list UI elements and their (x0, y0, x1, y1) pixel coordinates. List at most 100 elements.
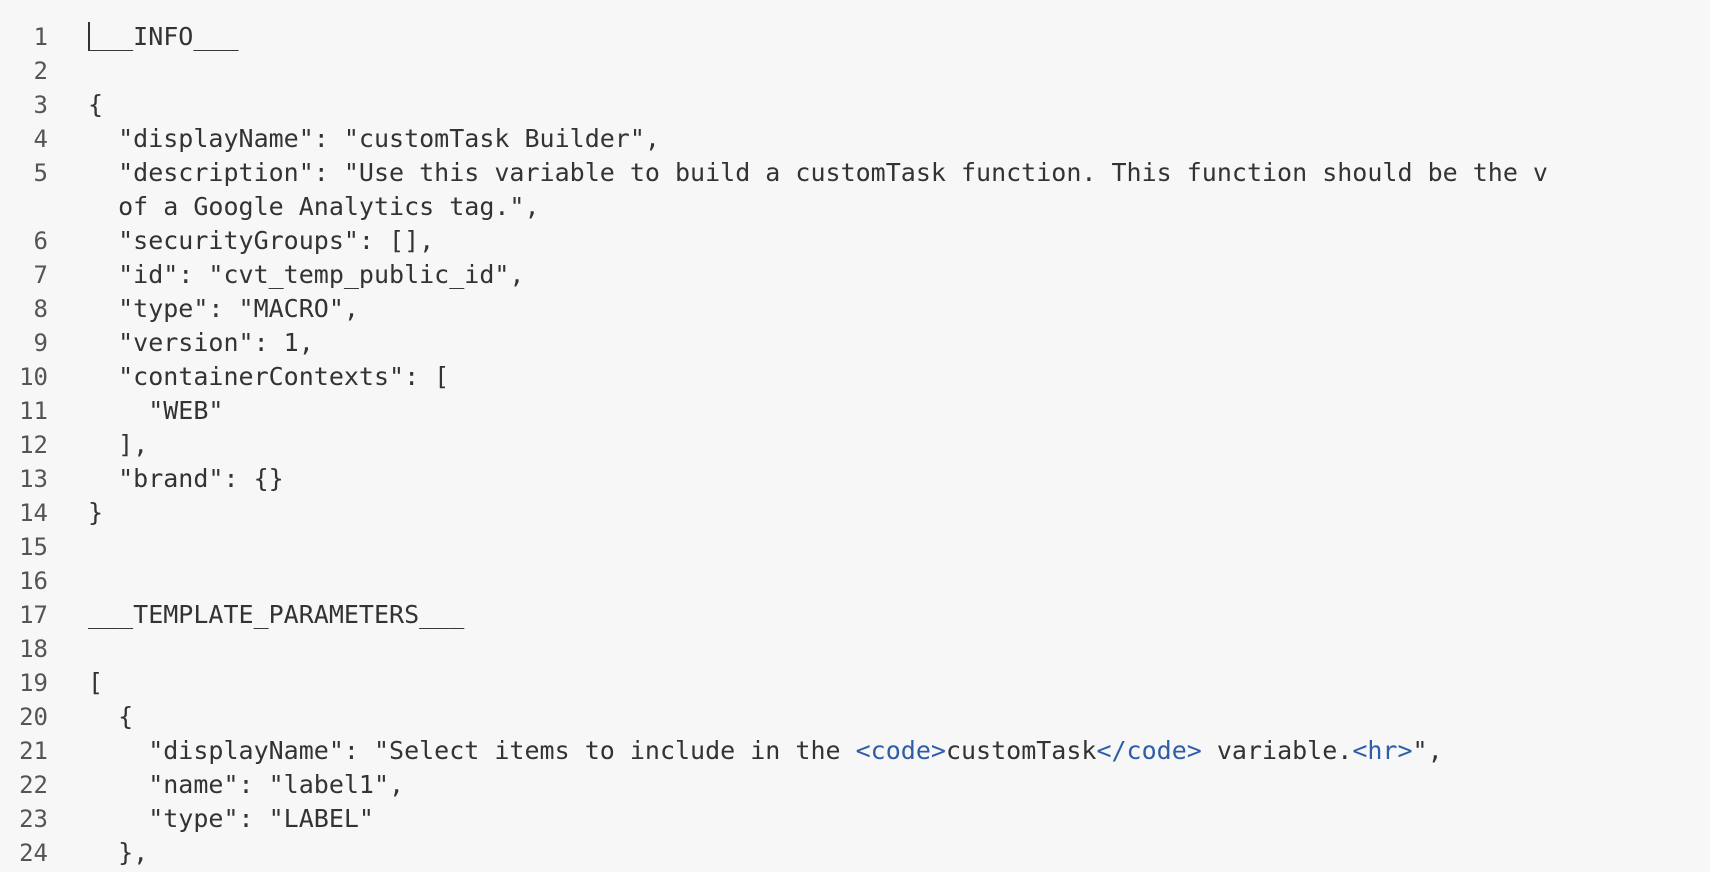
line-content: "WEB" (88, 394, 223, 428)
code-line[interactable]: 4 "displayName": "customTask Builder", (0, 122, 1710, 156)
line-number: 13 (19, 465, 48, 493)
code-text: "version": 1, (88, 328, 314, 357)
code-line[interactable]: 22 "name": "label1", (0, 768, 1710, 802)
code-text: "name": "label1", (88, 770, 405, 799)
line-number: 7 (33, 261, 48, 289)
code-text: "description": "Use this variable to bui… (88, 158, 1548, 187)
code-text: { (88, 90, 104, 119)
line-number: 4 (33, 125, 48, 153)
code-token: "displayName": "Select items to include … (88, 736, 856, 765)
line-number: 11 (19, 397, 48, 425)
line-content: [ (88, 666, 103, 700)
code-line[interactable]: 21 "displayName": "Select items to inclu… (0, 734, 1710, 768)
line-content: "securityGroups": [], (88, 224, 434, 258)
code-line[interactable]: 5 "description": "Use this variable to b… (0, 156, 1710, 190)
code-text: "securityGroups": [], (88, 226, 435, 255)
line-number: 10 (19, 363, 48, 391)
code-line[interactable]: 7 "id": "cvt_temp_public_id", (0, 258, 1710, 292)
code-line[interactable]: 6 "securityGroups": [], (0, 224, 1710, 258)
line-number: 9 (33, 329, 48, 357)
code-token: variable. (1201, 736, 1353, 765)
code-line[interactable]: 12 ], (0, 428, 1710, 462)
line-number: 22 (19, 771, 48, 799)
line-content: ], (88, 428, 148, 462)
code-line-wrap[interactable]: of a Google Analytics tag.", (0, 190, 1710, 224)
line-content: } (88, 496, 103, 530)
code-text: "type": "LABEL" (88, 804, 374, 833)
line-number: 8 (33, 295, 48, 323)
line-number: 1 (33, 23, 48, 51)
line-number: 19 (19, 669, 48, 697)
line-number: 16 (19, 567, 48, 595)
line-content: "type": "LABEL" (88, 802, 374, 836)
code-line[interactable]: 1 ___INFO___ (0, 20, 1710, 54)
code-line[interactable]: 17 ___TEMPLATE_PARAMETERS___ (0, 598, 1710, 632)
code-token: customTask (945, 736, 1097, 765)
code-line[interactable]: 13 "brand": {} (0, 462, 1710, 496)
code-text: ___INFO___ (88, 22, 239, 51)
code-text: "type": "MACRO", (88, 294, 359, 323)
code-line[interactable]: 18 (0, 632, 1710, 666)
line-number: 18 (19, 635, 48, 663)
code-line[interactable]: 24 }, (0, 836, 1710, 870)
line-content: { (88, 700, 133, 734)
line-number: 23 (19, 805, 48, 833)
line-content: of a Google Analytics tag.", (88, 190, 540, 224)
code-line[interactable]: 15 (0, 530, 1710, 564)
code-text: ], (88, 430, 149, 459)
code-line[interactable]: 3{ (0, 88, 1710, 122)
code-text: { (88, 702, 134, 731)
line-number: 15 (19, 533, 48, 561)
code-line[interactable]: 16 (0, 564, 1710, 598)
line-content: "displayName": "customTask Builder", (88, 122, 660, 156)
code-text: "displayName": "customTask Builder", (88, 124, 660, 153)
line-number: 14 (19, 499, 48, 527)
code-line[interactable]: 19 [ (0, 666, 1710, 700)
line-number: 2 (33, 57, 48, 85)
line-number: 24 (19, 839, 48, 867)
code-text: "containerContexts": [ (88, 362, 450, 391)
code-text: } (88, 498, 104, 527)
line-content: "version": 1, (88, 326, 314, 360)
line-content: "type": "MACRO", (88, 292, 359, 326)
line-number: 20 (19, 703, 48, 731)
code-line[interactable]: 2 (0, 54, 1710, 88)
line-content: "name": "label1", (88, 768, 404, 802)
code-text: "id": "cvt_temp_public_id", (88, 260, 525, 289)
code-text: [ (88, 668, 104, 697)
line-content: "displayName": "Select items to include … (88, 734, 1443, 768)
html-tag-token: <code> (855, 736, 946, 765)
code-line[interactable]: 20 { (0, 700, 1710, 734)
line-content: ___INFO___ (88, 20, 239, 54)
line-content: { (88, 88, 103, 122)
line-content: ___TEMPLATE_PARAMETERS___ (88, 598, 464, 632)
code-text: ___TEMPLATE_PARAMETERS___ (88, 600, 465, 629)
text-cursor (88, 22, 90, 50)
line-number: 17 (19, 601, 48, 629)
code-text: "brand": {} (88, 464, 284, 493)
line-content: }, (88, 836, 148, 870)
code-line[interactable]: 10 "containerContexts": [ (0, 360, 1710, 394)
line-number: 21 (19, 737, 48, 765)
code-text: }, (88, 838, 149, 867)
line-number: 6 (33, 227, 48, 255)
code-token: ", (1412, 736, 1443, 765)
line-number: 5 (33, 159, 48, 187)
code-text: of a Google Analytics tag.", (88, 192, 540, 221)
line-content: "id": "cvt_temp_public_id", (88, 258, 525, 292)
code-line[interactable]: 14} (0, 496, 1710, 530)
code-line[interactable]: 11 "WEB" (0, 394, 1710, 428)
line-content: "containerContexts": [ (88, 360, 449, 394)
line-number: 3 (33, 91, 48, 119)
line-number: 12 (19, 431, 48, 459)
code-line[interactable]: 8 "type": "MACRO", (0, 292, 1710, 326)
code-line[interactable]: 23 "type": "LABEL" (0, 802, 1710, 836)
html-tag-token: <hr> (1352, 736, 1413, 765)
code-text: "WEB" (88, 396, 224, 425)
html-tag-token: </code> (1096, 736, 1202, 765)
code-line[interactable]: 9 "version": 1, (0, 326, 1710, 360)
line-content: "description": "Use this variable to bui… (88, 156, 1548, 190)
line-content: "brand": {} (88, 462, 284, 496)
